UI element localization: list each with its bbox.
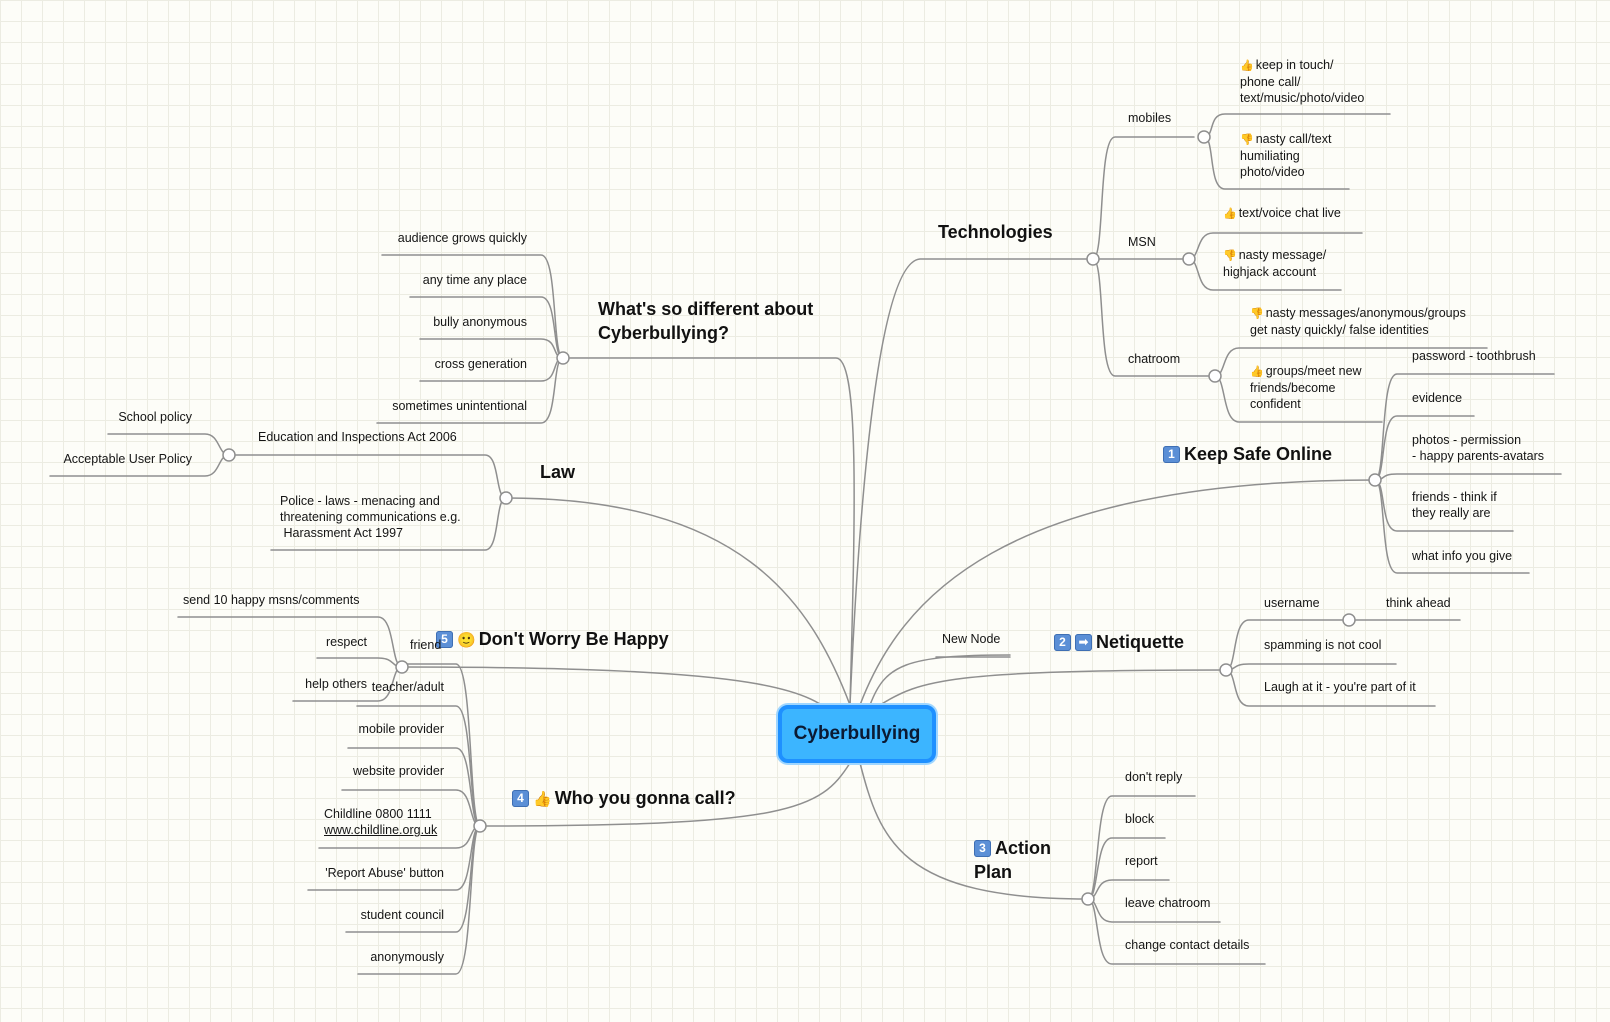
node-different-item[interactable]: cross generation bbox=[434, 357, 527, 371]
branch-whats-different[interactable]: What's so different about Cyberbullying? bbox=[598, 299, 814, 343]
central-topic[interactable]: Cyberbullying bbox=[778, 705, 936, 763]
node-call-item[interactable]: 'Report Abuse' button bbox=[325, 866, 444, 880]
node-call-item[interactable]: teacher/adult bbox=[371, 680, 444, 694]
node-different-item[interactable]: sometimes unintentional bbox=[392, 399, 527, 413]
node-keep-safe-item[interactable]: what info you give bbox=[1412, 549, 1513, 563]
thumbs-up-icon: 👍 bbox=[1250, 366, 1264, 378]
number-badge-icon: 1 bbox=[1163, 446, 1180, 463]
node-netiquette-item[interactable]: Laugh at it - you're part of it bbox=[1264, 680, 1416, 694]
node-friend-item[interactable]: respect bbox=[326, 635, 367, 649]
node-keep-safe-item[interactable]: friends - think if they really are bbox=[1412, 490, 1497, 520]
node-law-act[interactable]: Education and Inspections Act 2006 bbox=[258, 430, 457, 444]
node-friend-item[interactable]: help others bbox=[305, 677, 367, 691]
node-mobiles-positive[interactable]: 👍keep in touch/ phone call/ text/music/p… bbox=[1240, 58, 1365, 105]
smiley-icon: 🙂 bbox=[457, 632, 476, 649]
thumbs-down-icon: 👎 bbox=[1250, 308, 1264, 320]
number-badge-icon: 2 bbox=[1054, 634, 1071, 651]
node-netiquette-item[interactable]: spamming is not cool bbox=[1264, 638, 1382, 652]
number-badge-icon: 3 bbox=[974, 840, 991, 857]
node-chatroom[interactable]: chatroom bbox=[1128, 352, 1181, 366]
central-topic-label: Cyberbullying bbox=[793, 723, 921, 744]
node-call-item[interactable]: mobile provider bbox=[358, 722, 444, 736]
arrow-right-icon: ➡ bbox=[1075, 634, 1092, 651]
node-school-policy[interactable]: School policy bbox=[118, 410, 192, 424]
childline-link[interactable]: www.childline.org.uk bbox=[324, 823, 438, 837]
node-mobiles[interactable]: mobiles bbox=[1128, 111, 1172, 125]
node-action-item[interactable]: report bbox=[1125, 854, 1158, 868]
branch-technologies[interactable]: Technologies bbox=[938, 222, 1053, 242]
node-keep-safe-item[interactable]: photos - permission - happy parents-avat… bbox=[1412, 433, 1545, 463]
node-keep-safe-item[interactable]: evidence bbox=[1412, 391, 1463, 405]
node-keep-safe-item[interactable]: password - toothbrush bbox=[1412, 349, 1536, 363]
node-chatroom-positive[interactable]: 👍groups/meet new friends/become confiden… bbox=[1250, 364, 1362, 411]
node-friend-item[interactable]: send 10 happy msns/comments bbox=[183, 593, 360, 607]
node-msn[interactable]: MSN bbox=[1128, 235, 1156, 249]
node-msn-positive[interactable]: 👍text/voice chat live bbox=[1223, 206, 1341, 220]
node-call-item[interactable]: student council bbox=[360, 908, 444, 922]
node-call-item[interactable]: website provider bbox=[352, 764, 444, 778]
branch-dont-worry-be-happy[interactable]: 5🙂Don't Worry Be Happy bbox=[436, 627, 669, 653]
node-friend[interactable]: friend bbox=[410, 638, 442, 652]
branch-netiquette[interactable]: 2➡Netiquette bbox=[1054, 630, 1184, 654]
node-acceptable-user-policy[interactable]: Acceptable User Policy bbox=[63, 452, 192, 466]
node-different-item[interactable]: bully anonymous bbox=[433, 315, 527, 329]
node-chatroom-negative[interactable]: 👎nasty messages/anonymous/groups get nas… bbox=[1250, 306, 1466, 337]
node-action-item[interactable]: block bbox=[1125, 812, 1155, 826]
number-badge-icon: 5 bbox=[436, 631, 453, 648]
thumbs-up-icon: 👍 bbox=[1240, 60, 1254, 72]
thumbs-down-icon: 👎 bbox=[1240, 134, 1254, 146]
branch-who-you-gonna-call[interactable]: 4👍Who you gonna call? bbox=[512, 786, 736, 812]
thumbs-up-icon: 👍 bbox=[1223, 208, 1237, 220]
node-action-item[interactable]: leave chatroom bbox=[1125, 896, 1211, 910]
branch-law[interactable]: Law bbox=[540, 462, 576, 482]
node-think-ahead[interactable]: think ahead bbox=[1386, 596, 1451, 610]
node-different-item[interactable]: any time any place bbox=[422, 273, 527, 287]
node-username[interactable]: username bbox=[1264, 596, 1320, 610]
thumbs-down-icon: 👎 bbox=[1223, 250, 1237, 262]
node-action-item[interactable]: don't reply bbox=[1125, 770, 1183, 784]
node-action-item[interactable]: change contact details bbox=[1125, 938, 1250, 952]
node-call-item[interactable]: anonymously bbox=[370, 950, 444, 964]
node-msn-negative[interactable]: 👎nasty message/ highjack account bbox=[1223, 248, 1327, 279]
node-law-police[interactable]: Police - laws - menacing and threatening… bbox=[280, 494, 461, 540]
node-mobiles-negative[interactable]: 👎nasty call/text humiliating photo/video bbox=[1240, 132, 1332, 179]
thumbs-up-icon: 👍 bbox=[533, 791, 552, 808]
node-different-item[interactable]: audience grows quickly bbox=[397, 231, 527, 245]
node-new-node[interactable]: New Node bbox=[942, 632, 1001, 646]
number-badge-icon: 4 bbox=[512, 790, 529, 807]
